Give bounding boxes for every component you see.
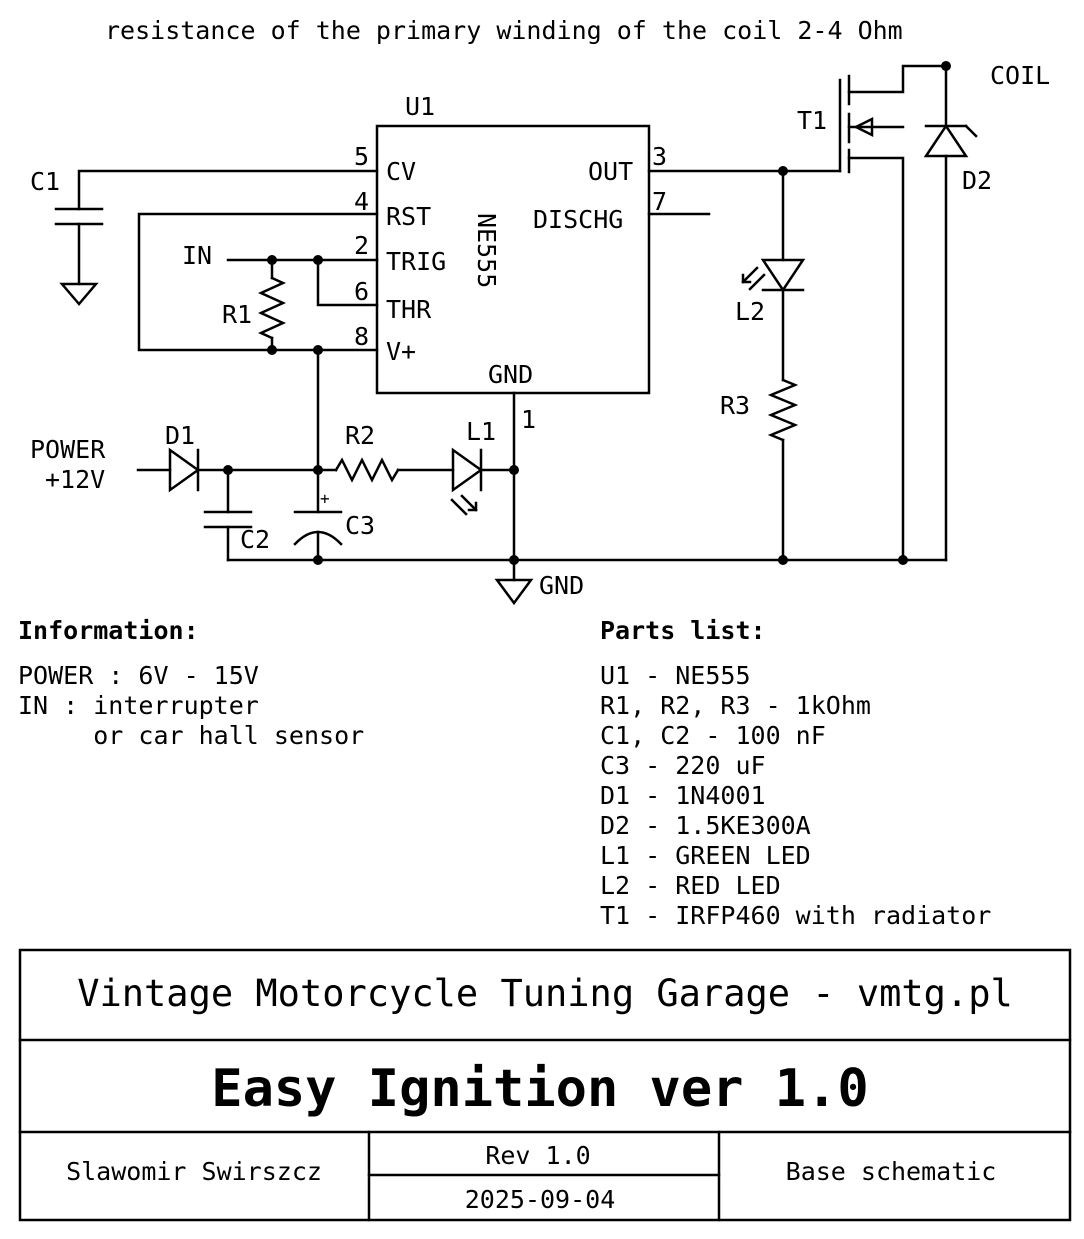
- pin-name-gnd: GND: [488, 360, 533, 389]
- pin-name-vplus: V+: [386, 337, 416, 366]
- coil-label: COIL: [990, 61, 1050, 90]
- pin-num-8: 8: [354, 322, 369, 351]
- ic-part: NE555: [472, 213, 501, 288]
- revision: Rev 1.0: [485, 1141, 590, 1170]
- gnd-label: GND: [539, 571, 584, 600]
- d1-label: D1: [165, 421, 195, 450]
- pin-num-5: 5: [354, 142, 369, 171]
- pin-name-thr: THR: [386, 295, 432, 324]
- gnd-symbol: [494, 578, 534, 606]
- sheet-name: Base schematic: [786, 1157, 997, 1186]
- parts-list-item: D2 - 1.5KE300A: [600, 811, 811, 840]
- u1-ne555: U1 NE555 CV RST TRIG THR V+ OUT DISCHG G…: [354, 92, 667, 434]
- information-block: Information: POWER : 6V - 15V IN : inter…: [18, 616, 364, 750]
- pin-num-4: 4: [354, 187, 369, 216]
- pin-num-2: 2: [354, 231, 369, 260]
- t1-label: T1: [797, 106, 827, 135]
- l2-label: L2: [735, 297, 765, 326]
- title-block: Vintage Motorcycle Tuning Garage - vmtg.…: [18, 948, 1072, 1222]
- pin-name-out: OUT: [588, 157, 633, 186]
- information-line: or car hall sensor: [18, 721, 364, 750]
- information-line: POWER : 6V - 15V: [18, 661, 259, 690]
- project-title: Easy Ignition ver 1.0: [211, 1059, 868, 1119]
- r3-label: R3: [720, 391, 750, 420]
- pin-num-1: 1: [521, 405, 536, 434]
- coil-resistance-note: resistance of the primary winding of the…: [105, 16, 903, 45]
- pin-name-trig: TRIG: [386, 247, 446, 276]
- pin-name-dischg: DISCHG: [533, 205, 623, 234]
- parts-list-item: T1 - IRFP460 with radiator: [600, 901, 991, 930]
- pin-name-cv: CV: [386, 157, 416, 186]
- wires: [54, 64, 978, 606]
- l1-label: L1: [466, 417, 496, 446]
- r1-label: R1: [222, 300, 252, 329]
- company-name: Vintage Motorcycle Tuning Garage - vmtg.…: [77, 972, 1013, 1015]
- parts-list-item: D1 - 1N4001: [600, 781, 766, 810]
- pin-name-rst: RST: [386, 202, 431, 231]
- parts-list-item: L2 - RED LED: [600, 871, 781, 900]
- c1-ground-symbol: [59, 282, 99, 306]
- r2-label: R2: [345, 421, 375, 450]
- in-label: IN: [182, 241, 212, 270]
- c2-label: C2: [240, 525, 270, 554]
- parts-list-item: C3 - 220 uF: [600, 751, 766, 780]
- c3-label: C3: [345, 511, 375, 540]
- author: Slawomir Swirszcz: [66, 1157, 322, 1186]
- component-labels: C1 IN R1 POWER +12V D1 R2 L1 C2 C3 + GND…: [30, 61, 1050, 600]
- d2-label: D2: [962, 166, 992, 195]
- parts-list-item: U1 - NE555: [600, 661, 751, 690]
- power-label-line1: POWER: [30, 435, 106, 464]
- c3-plus: +: [320, 489, 330, 508]
- c1-label: C1: [30, 167, 60, 196]
- pin-num-3: 3: [652, 142, 667, 171]
- parts-list-heading: Parts list:: [600, 616, 766, 645]
- junctions: [223, 61, 951, 565]
- pin-num-6: 6: [354, 277, 369, 306]
- date: 2025-09-04: [465, 1185, 616, 1214]
- parts-list: Parts list: U1 - NE555 R1, R2, R3 - 1kOh…: [600, 616, 991, 930]
- pin-num-7: 7: [652, 187, 667, 216]
- ic-ref: U1: [405, 92, 435, 121]
- information-line: IN : interrupter: [18, 691, 259, 720]
- information-heading: Information:: [18, 616, 199, 645]
- power-label-line2: +12V: [45, 465, 105, 494]
- parts-list-item: R1, R2, R3 - 1kOhm: [600, 691, 871, 720]
- parts-list-item: L1 - GREEN LED: [600, 841, 811, 870]
- parts-list-item: C1, C2 - 100 nF: [600, 721, 826, 750]
